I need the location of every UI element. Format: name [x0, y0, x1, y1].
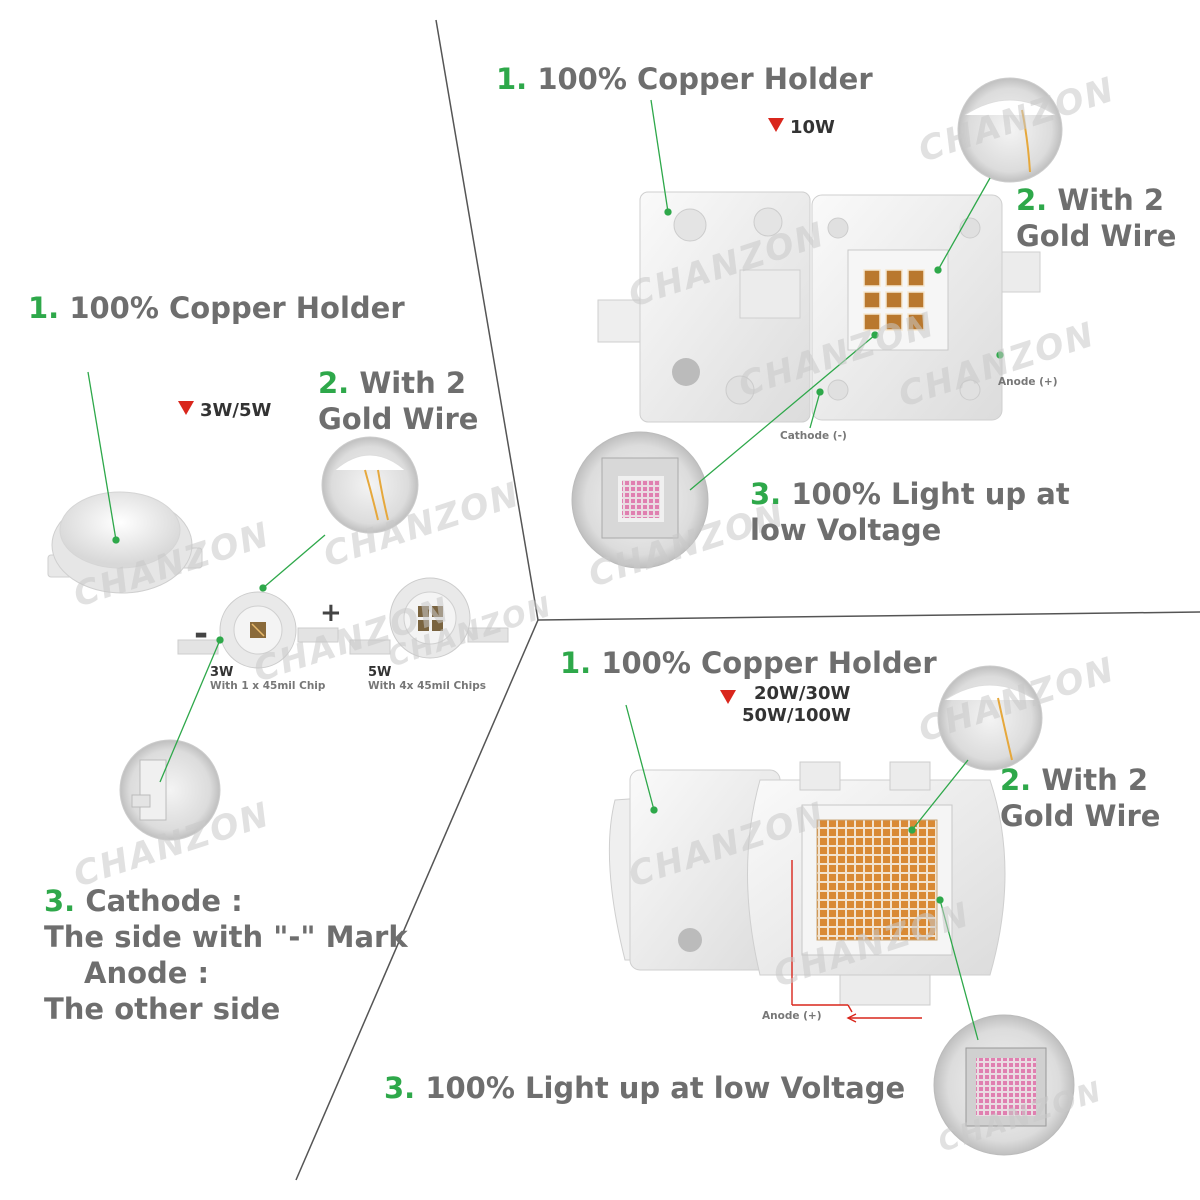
chip-5w-caption: 5W With 4x 45mil Chips	[368, 665, 486, 692]
top-gold-wire-label: 2. With 2 Gold Wire	[1016, 182, 1176, 254]
step-number: 3.	[44, 884, 76, 918]
step-number: 1.	[28, 291, 60, 325]
step-number: 2.	[1016, 183, 1048, 217]
gold-wire-zoom-left	[321, 436, 419, 534]
plus-mark: +	[320, 598, 342, 628]
led-100w-back-plate	[608, 769, 781, 971]
step-number: 3.	[384, 1071, 416, 1105]
led-10w-back-plate	[597, 191, 811, 423]
gold-wire-line2: Gold Wire	[1000, 799, 1161, 833]
top-copper-holder-label: 1. 100% Copper Holder	[496, 61, 873, 97]
top-right-pointer-lines	[650, 99, 1004, 491]
chip-3w-caption: 3W With 1 x 45mil Chip	[210, 665, 325, 692]
copper-holder-text: 100% Copper Holder	[601, 646, 937, 680]
gold-wire-line1: With 2	[1057, 183, 1165, 217]
gold-wire-zoom-top	[957, 77, 1063, 183]
light-up-text: 100% Light up at low Voltage	[425, 1071, 906, 1105]
anode-line4: The other side	[44, 992, 281, 1026]
chip-5w-subtitle: With 4x 45mil Chips	[368, 680, 487, 692]
bottom-anode-label: Anode (+)	[762, 1010, 822, 1022]
section-dividers	[295, 19, 1200, 1181]
gold-wire-line1: With 2	[1041, 763, 1149, 797]
cathode-line1: Cathode :	[85, 884, 243, 918]
top-cathode-label: Cathode (-)	[780, 430, 847, 442]
wattage-line1: 20W/30W	[754, 683, 851, 704]
top-anode-label: Anode (+)	[998, 376, 1058, 388]
gold-wire-line2: Gold Wire	[1016, 219, 1177, 253]
copper-holder-text: 100% Copper Holder	[69, 291, 405, 325]
left-gold-wire-label: 2. With 2 Gold Wire	[318, 365, 478, 437]
minus-mark: -	[194, 614, 209, 654]
left-pointer-lines	[87, 371, 326, 783]
red-triangle-icon	[178, 401, 194, 415]
chip-3w-subtitle: With 1 x 45mil Chip	[210, 680, 326, 692]
wattage-text: 10W	[790, 117, 835, 138]
cathode-line2: The side with "-" Mark	[44, 920, 408, 954]
led-3w-side-view	[47, 491, 203, 594]
light-up-zoom-100w	[933, 1014, 1075, 1156]
cathode-anode-note: 3. Cathode : The side with "-" Mark Anod…	[44, 883, 408, 1027]
left-copper-holder-label: 1. 100% Copper Holder	[28, 290, 405, 326]
left-wattage-label: 3W/5W	[178, 400, 271, 421]
bottom-copper-holder-label: 1. 100% Copper Holder	[560, 645, 937, 681]
step-number: 2.	[318, 366, 350, 400]
anode-line3: Anode :	[84, 956, 210, 990]
led-3w-top-view	[177, 591, 339, 669]
led-10w-chip-array	[863, 269, 925, 331]
step-number: 2.	[1000, 763, 1032, 797]
bottom-gold-wire-label: 2. With 2 Gold Wire	[1000, 762, 1160, 834]
light-up-line2: low Voltage	[750, 513, 942, 547]
red-triangle-icon	[720, 690, 736, 704]
bottom-wattage-label: 20W/30W 50W/100W	[720, 683, 851, 727]
gold-wire-line2: Gold Wire	[318, 402, 479, 436]
led-5w-top-view	[349, 577, 509, 659]
light-up-zoom-10w	[571, 431, 709, 569]
wattage-line2: 50W/100W	[742, 705, 851, 726]
step-number: 1.	[560, 646, 592, 680]
led-100w-front-plate	[747, 761, 1006, 1006]
red-triangle-icon	[768, 118, 784, 132]
step-number: 1.	[496, 62, 528, 96]
cathode-side-zoom	[119, 739, 221, 841]
chip-5w-title: 5W	[368, 665, 392, 680]
gold-wire-line1: With 2	[359, 366, 467, 400]
bottom-right-pointer-lines	[625, 704, 979, 1041]
copper-holder-text: 100% Copper Holder	[537, 62, 873, 96]
chip-3w-title: 3W	[210, 665, 234, 680]
top-wattage-label: 10W	[768, 117, 835, 138]
top-light-up-label: 3. 100% Light up at low Voltage	[750, 476, 1070, 548]
gold-wire-zoom-bottom	[937, 665, 1043, 771]
anode-bracket-lines	[791, 860, 922, 1023]
bottom-light-up-label: 3. 100% Light up at low Voltage	[384, 1070, 905, 1106]
wattage-text: 3W/5W	[200, 400, 272, 421]
light-up-line1: 100% Light up at	[791, 477, 1070, 511]
step-number: 3.	[750, 477, 782, 511]
